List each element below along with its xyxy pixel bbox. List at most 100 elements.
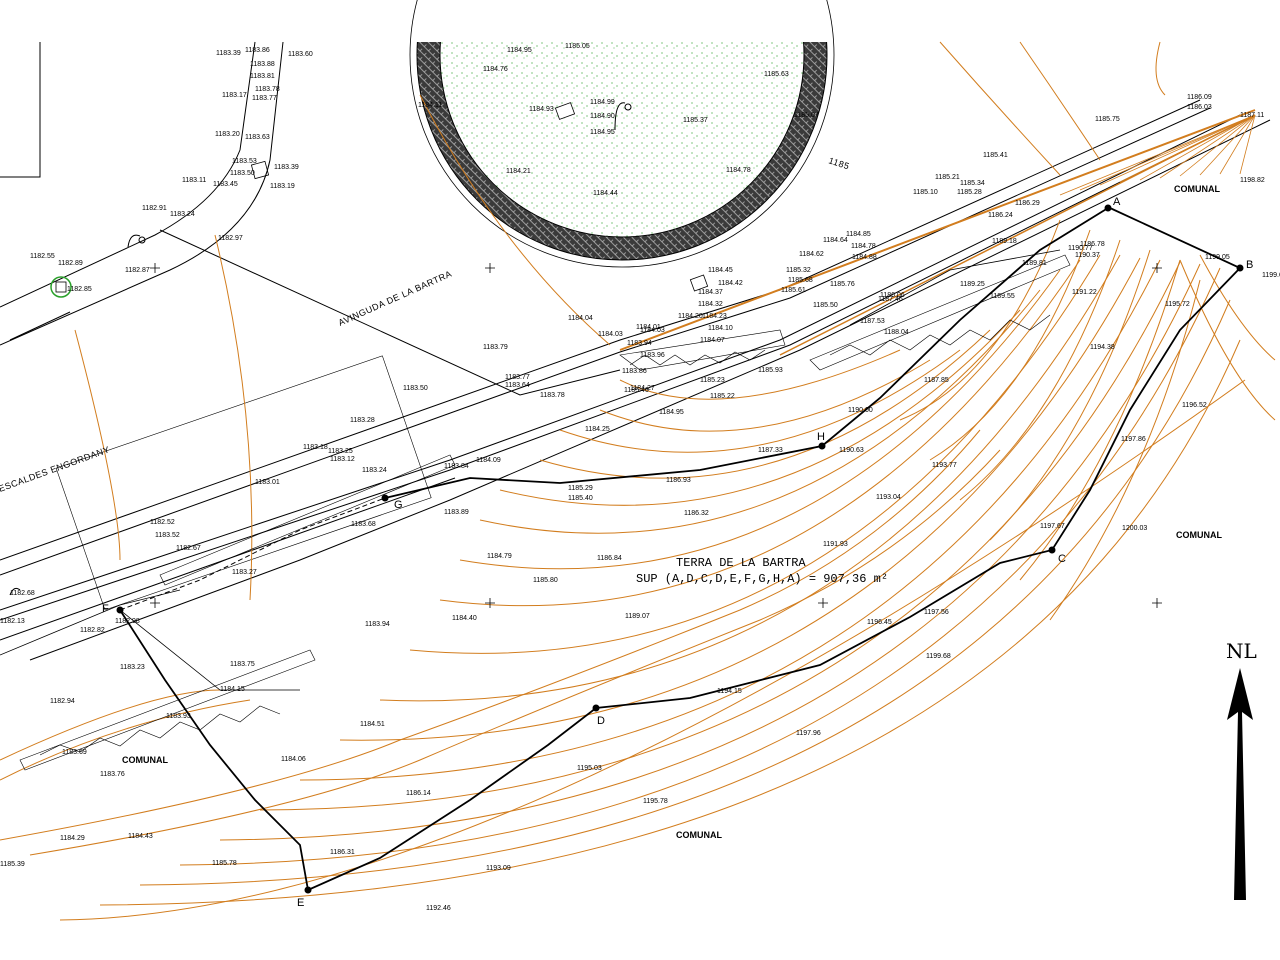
spot-elevation-label: 1183.50 [230, 170, 255, 177]
building-outline [0, 42, 41, 178]
spot-elevation-label: 1183.24 [362, 467, 387, 474]
street-furniture [9, 102, 709, 596]
spot-elevation-label: 1194.15 [717, 688, 742, 695]
spot-elevation-label: 1189.55 [990, 293, 1015, 300]
spot-elevation-label: 1185.07 [794, 112, 819, 119]
spot-elevation-label: 1197.67 [1040, 523, 1065, 530]
spot-elevation-label: 1185.28 [957, 189, 982, 196]
spot-elevation-label: 1183.53 [232, 158, 257, 165]
spot-elevation-label: 1183.11 [182, 177, 206, 184]
scale-truss [19, 254, 1071, 771]
spot-elevation-label: 1190.77 [1068, 245, 1093, 252]
spot-elevation-label: 1199.05 [1205, 254, 1230, 261]
spot-elevation-label: 1184.37 [698, 289, 723, 296]
spot-elevation-label: 1182.98 [115, 618, 140, 625]
street-label-avinguda: AVINGUDA DE LA BARTRA [337, 269, 454, 328]
north-arrow: NL [1226, 639, 1257, 900]
spot-elevation-label: 1189.07 [625, 613, 650, 620]
spot-elevation-label: 1182.94 [50, 698, 75, 705]
spot-elevation-label: 1191.93 [823, 541, 848, 548]
vertex-label-a: A [1113, 196, 1121, 208]
spot-elevation-label: 1183.68 [351, 521, 376, 528]
parcel-area: SUP (A,D,C,D,E,F,G,H,A) = 907,36 m² [636, 572, 888, 586]
spot-elevation-label: 1183.78 [255, 86, 280, 93]
spot-elevation-label: 1187.11 [1240, 112, 1264, 119]
spot-elevation-label: 1185.39 [0, 861, 25, 868]
spot-elevation-label: 1183.93 [166, 713, 191, 720]
spot-elevation-label: 1183.19 [270, 183, 295, 190]
spot-elevation-label: 1186.29 [1015, 200, 1040, 207]
spot-elevation-label: 1185.21 [935, 174, 960, 181]
spot-elevation-label: 1185.76 [830, 281, 855, 288]
spot-elevation-label: 1184.21 [506, 168, 531, 175]
spot-elevation-label: 1186.32 [684, 510, 709, 517]
upper-road [0, 41, 284, 346]
spot-elevation-label: 1183.69 [62, 749, 87, 756]
grid-crosses [150, 263, 1162, 608]
spot-elevation-label: 1184.15 [220, 686, 245, 693]
spot-elevation-label: 1191.22 [1072, 289, 1097, 296]
spot-elevation-label: 1196.52 [1182, 402, 1207, 409]
vertex-points [116, 204, 1244, 894]
spot-elevation-label: 1187.46 [878, 296, 903, 303]
spot-elevation-label: 1183.39 [274, 164, 299, 171]
vertex-label-f: F [102, 603, 109, 615]
spot-elevation-label: 1183.27 [232, 569, 257, 576]
spot-elevation-label: 1183.84 [444, 463, 469, 470]
spot-elevation-label: 1183.64 [505, 382, 530, 389]
spot-elevation-label: 1185.34 [960, 180, 985, 187]
street-lamp-icon [127, 234, 141, 248]
spot-elevation-label: 1189.81 [1022, 260, 1047, 267]
spot-elevation-label: 1189.18 [992, 238, 1017, 245]
spot-elevation-label: 1182.52 [150, 519, 175, 526]
spot-elevation-label: 1184.06 [281, 756, 306, 763]
spot-elevation-label: 1183.96 [640, 352, 665, 359]
spot-elevation-label: 1190.00 [848, 407, 873, 414]
spot-elevation-label: 1184.10 [708, 325, 733, 332]
spot-elevation-label: 1184.03 [598, 331, 623, 338]
spot-elevation-label: 1183.50 [403, 385, 428, 392]
spot-elevation-label: 1184.44 [593, 190, 618, 197]
spot-elevation-label: 1197.86 [1121, 436, 1146, 443]
spot-elevation-label: 1184.40 [452, 615, 477, 622]
spot-elevation-label: 1184.09 [476, 457, 501, 464]
spot-elevation-label: 1200.03 [1122, 525, 1147, 532]
spot-elevation-label: 1185.63 [764, 71, 789, 78]
spot-elevation-label: 1193.77 [932, 462, 957, 469]
main-road [0, 99, 1271, 661]
spot-elevation-label: 1185.75 [1095, 116, 1120, 123]
spot-elevation-label: 1183.23 [120, 664, 145, 671]
vertex-d-dot [592, 704, 600, 712]
spot-elevation-label: 1184.45 [708, 267, 733, 274]
spot-elevation-label: 1183.75 [230, 661, 255, 668]
spot-elevation-label: 1184.93 [529, 106, 554, 113]
spot-elevation-label: 1184.01 [636, 324, 661, 331]
spot-elevation-label: 1184.78 [851, 243, 876, 250]
spot-elevation-label: 1182.97 [218, 235, 243, 242]
spot-elevation-label: 1195.72 [1165, 301, 1190, 308]
spot-elevation-label: 1183.60 [288, 51, 313, 58]
spot-elevation-label: 1184.23 [702, 313, 727, 320]
spot-elevation-label: 1186.06 [880, 292, 905, 299]
spot-elevation-label: 1186.03 [1187, 104, 1212, 111]
spot-elevation-label: 1183.20 [215, 131, 240, 138]
comunal-label: COMUNAL [122, 755, 168, 765]
vertex-label-e: E [297, 897, 304, 909]
spot-elevation-label: 1184.90 [590, 113, 615, 120]
spot-elevation-label: 1184.27 [630, 385, 655, 392]
spot-elevation-label: 1184.88 [852, 254, 877, 261]
spot-elevation-label: 1182.13 [0, 618, 25, 625]
vertex-a-dot [1104, 204, 1112, 212]
spot-elevation-label: 1184.95 [659, 409, 684, 416]
spot-elevation-label: 1183.89 [444, 509, 469, 516]
vertex-f-dot [116, 606, 124, 614]
spot-elevation-label: 1186.84 [597, 555, 622, 562]
vertex-label-b: B [1246, 259, 1253, 271]
spot-elevation-label: 1183.24 [170, 211, 195, 218]
spot-elevation-label: 1184.99 [590, 99, 615, 106]
spot-elevation-label: 1185.05 [565, 43, 590, 50]
street-label-escaldes: ESCALDES ENGORDANY [0, 444, 111, 494]
spot-elevation-label: 1199.6 [1262, 272, 1280, 279]
spot-elevation-label: 1186.78 [1080, 241, 1105, 248]
